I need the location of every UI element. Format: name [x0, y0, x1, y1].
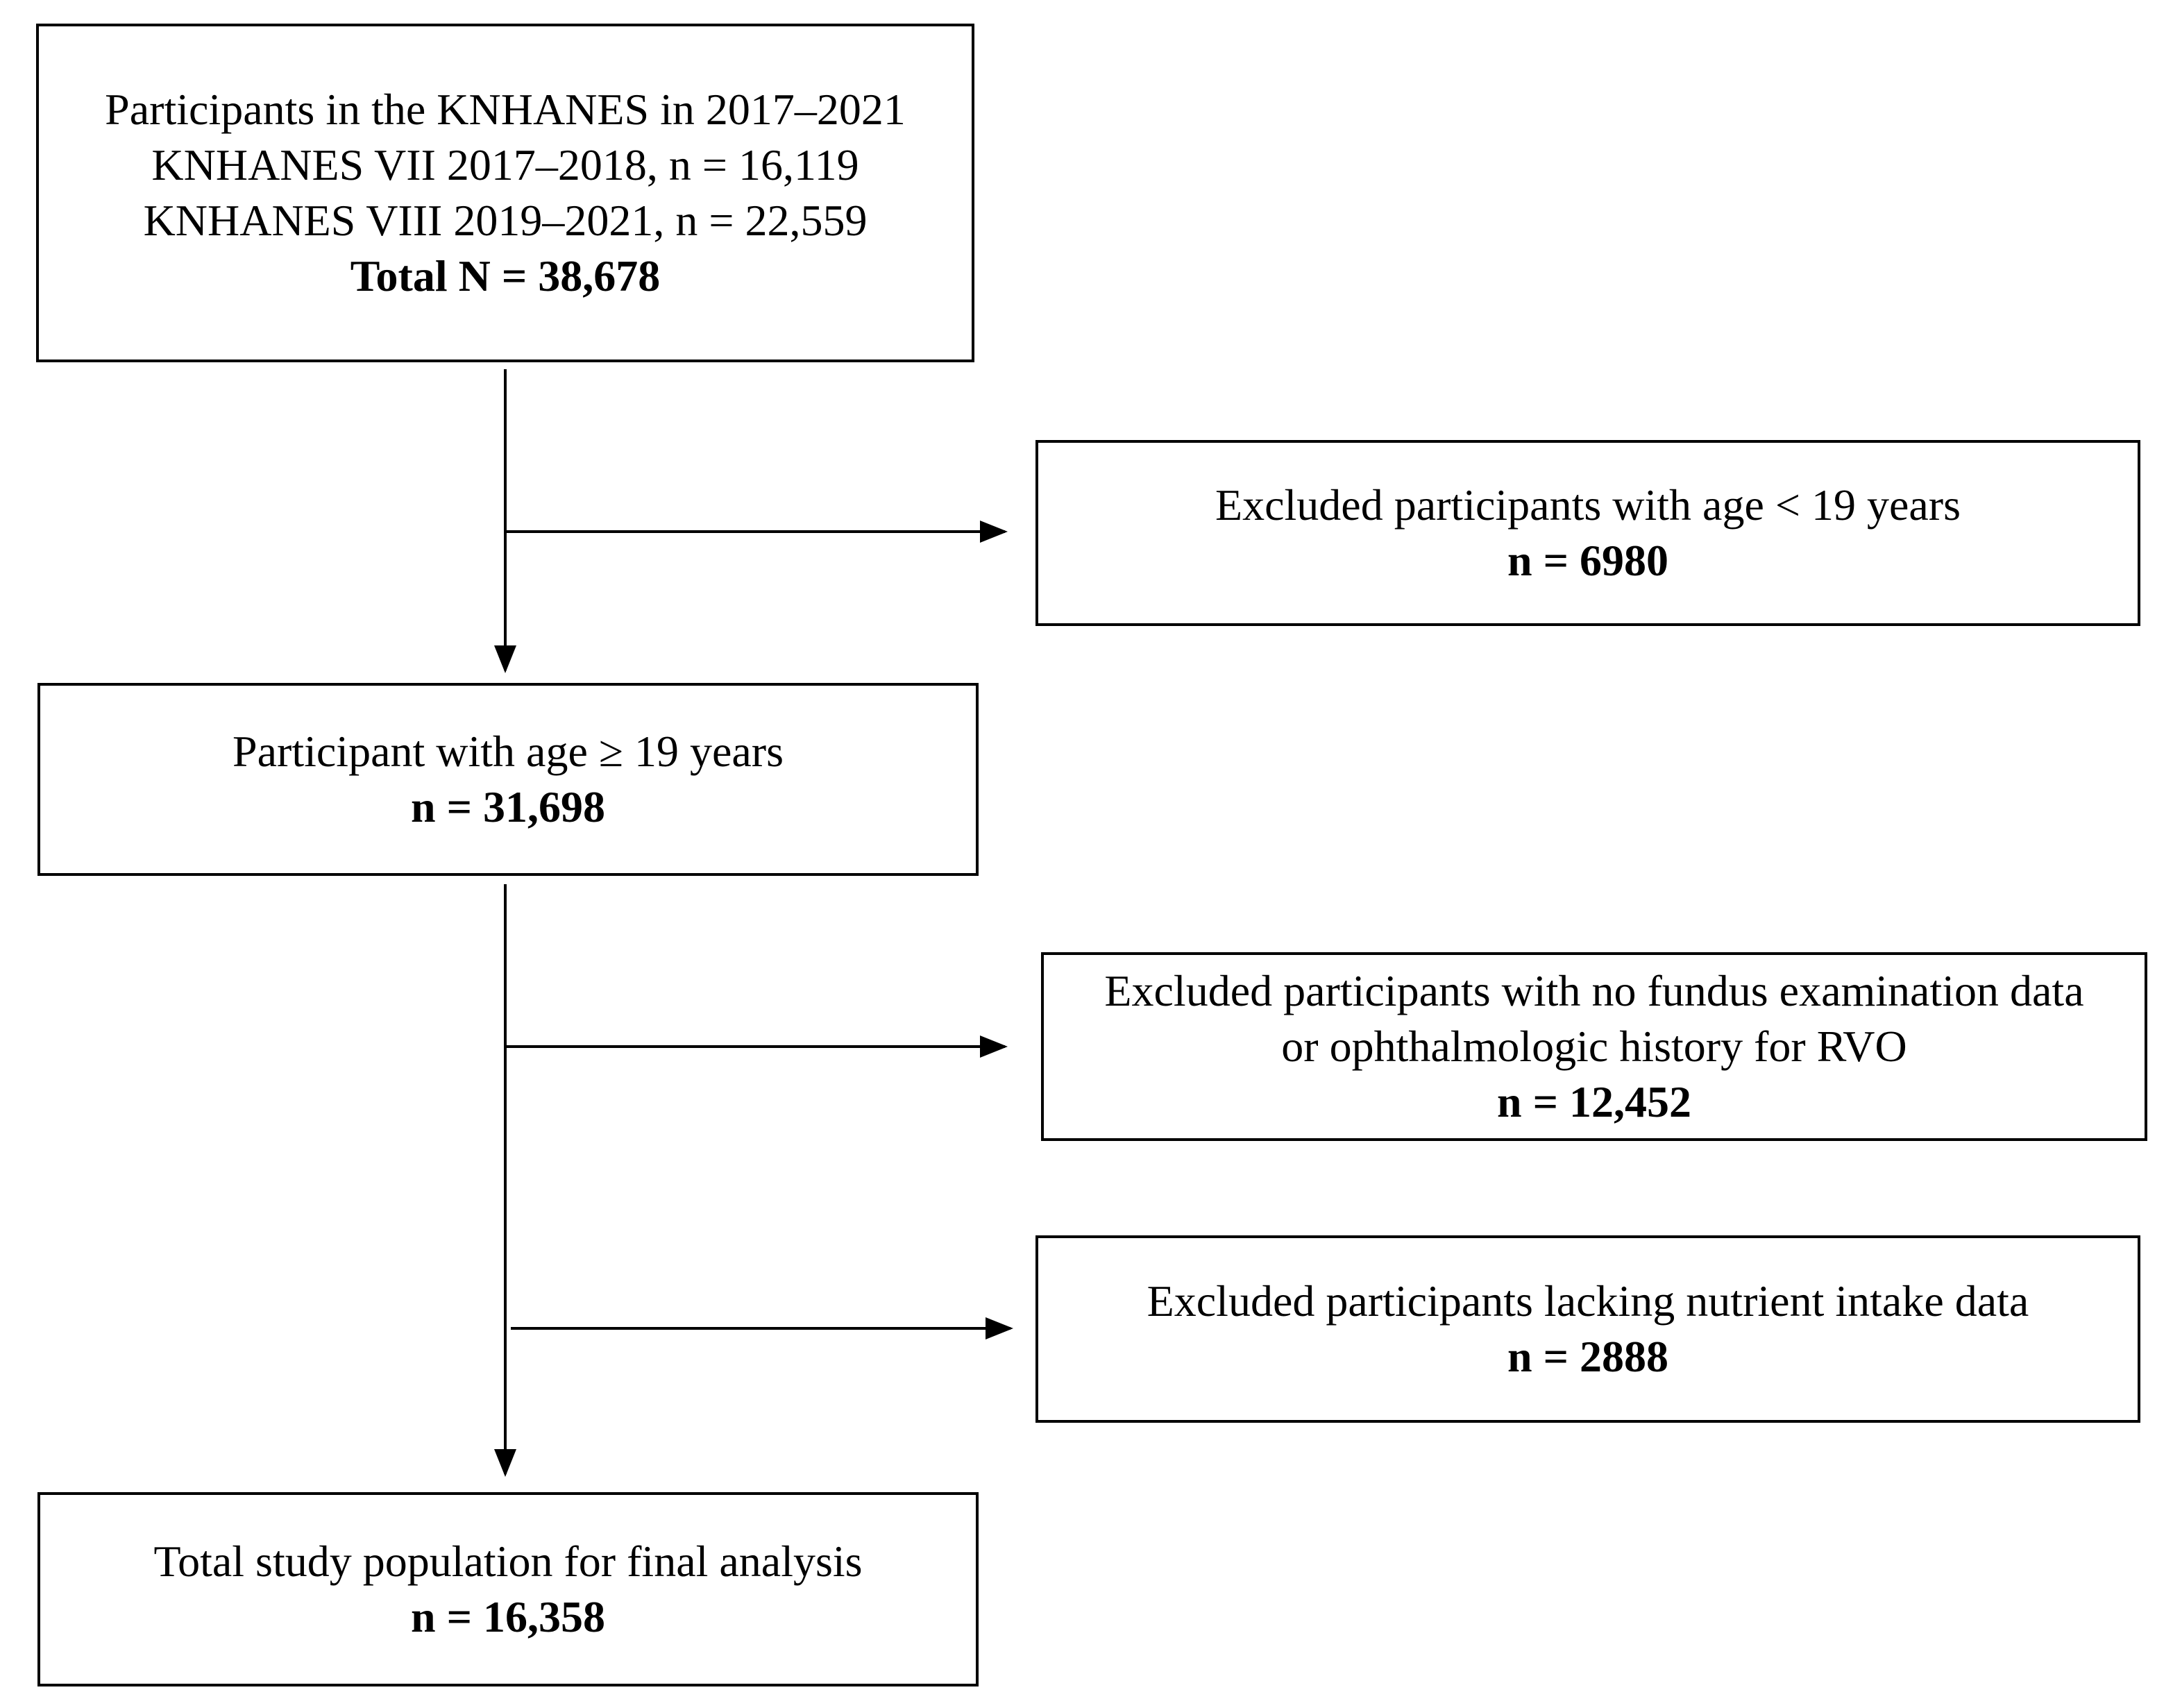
exclusion-nutrient-label: Excluded participants lacking nutrient i…	[1147, 1276, 2029, 1326]
exclusion-nutrient-box: Excluded participants lacking nutrient i…	[1035, 1235, 2140, 1423]
exclusion-fundus-box: Excluded participants with no fundus exa…	[1041, 952, 2147, 1141]
source-total-count: Total N = 38,678	[350, 251, 661, 301]
source-line-1: Participants in the KNHANES in 2017–2021	[105, 85, 906, 134]
adults-label: Participant with age ≥ 19 years	[232, 727, 784, 776]
exclusion-fundus-line-1: Excluded participants with no fundus exa…	[1104, 966, 2084, 1015]
final-label: Total study population for final analysi…	[153, 1537, 863, 1586]
exclusion-fundus-line-2: or ophthalmologic history for RVO	[1281, 1022, 1907, 1071]
exclusion-age-label: Excluded participants with age < 19 year…	[1215, 480, 1961, 530]
source-line-2: KNHANES VII 2017–2018, n = 16,119	[151, 140, 859, 189]
source-line-3: KNHANES VIII 2019–2021, n = 22,559	[143, 196, 868, 245]
source-population-box: Participants in the KNHANES in 2017–2021…	[36, 24, 974, 362]
adult-participants-box: Participant with age ≥ 19 years n = 31,6…	[37, 683, 979, 876]
exclusion-age-count: n = 6980	[1507, 536, 1669, 585]
final-count: n = 16,358	[410, 1592, 606, 1641]
exclusion-nutrient-count: n = 2888	[1507, 1332, 1669, 1381]
exclusion-fundus-count: n = 12,452	[1496, 1077, 1692, 1126]
adults-count: n = 31,698	[410, 782, 606, 831]
exclusion-age-box: Excluded participants with age < 19 year…	[1035, 440, 2140, 626]
final-population-box: Total study population for final analysi…	[37, 1492, 979, 1686]
